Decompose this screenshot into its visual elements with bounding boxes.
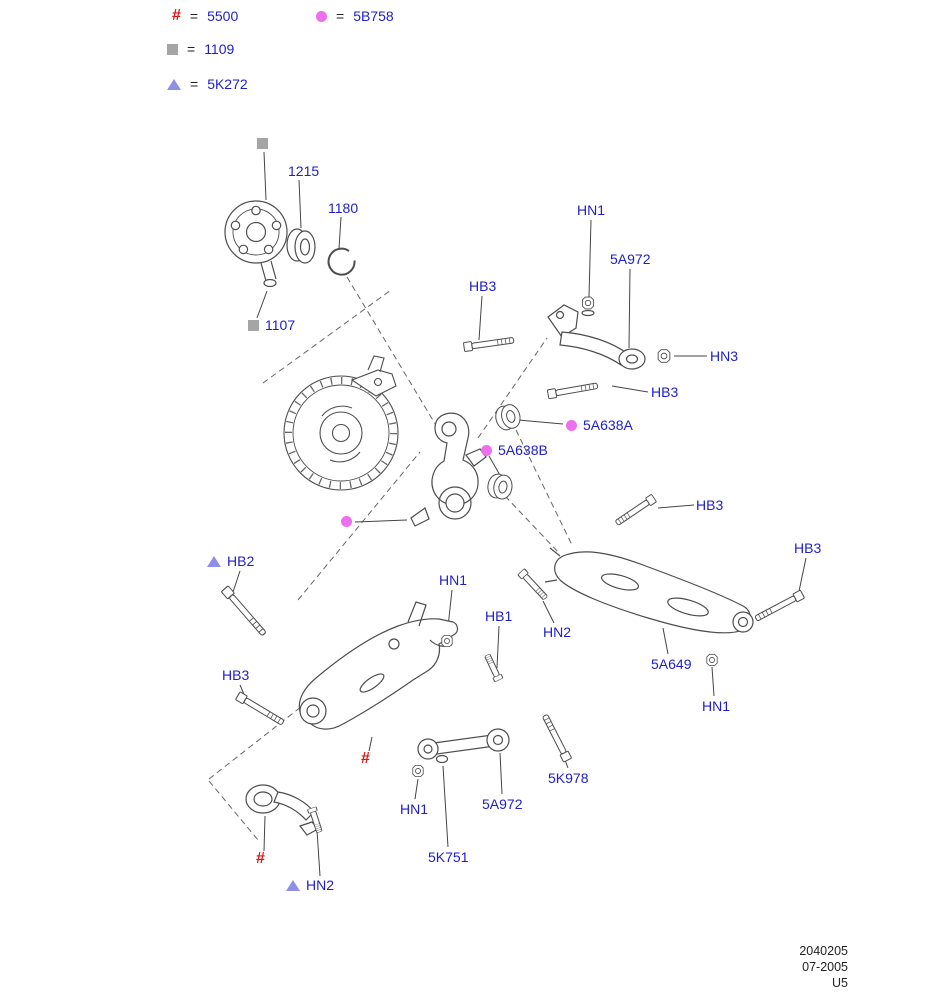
part-label-5a638b: 5A638B — [481, 442, 548, 458]
part-code-text: 1180 — [328, 200, 359, 216]
legend-part-code: 1109 — [204, 41, 235, 57]
legend-equals-sign: = — [190, 76, 199, 92]
part-code-text: 5K978 — [548, 770, 589, 786]
part-label-hb3: HB3 — [794, 540, 821, 556]
part-code-text: 5A638A — [583, 417, 633, 433]
part-code-text: HN1 — [400, 801, 429, 817]
square-marker-icon — [167, 43, 178, 55]
part-code-text: 5A972 — [482, 796, 523, 812]
part-code-text: HB3 — [222, 667, 250, 683]
standalone-hash-marker: # — [256, 851, 265, 867]
toe-link — [417, 728, 510, 764]
part-label-5k751: 5K751 — [428, 849, 468, 865]
part-code-text: HN1 — [439, 572, 468, 588]
legend-item-5500: # = 5500 — [172, 7, 239, 25]
footer-sheet-code: U5 — [832, 976, 848, 990]
part-code-text: HB3 — [469, 278, 497, 294]
footer-date: 07-2005 — [802, 960, 848, 974]
square-marker-icon — [248, 319, 259, 331]
part-code-text: 1107 — [265, 317, 296, 333]
square-marker-icon — [257, 138, 268, 149]
part-code-text: 5A638B — [498, 442, 548, 458]
legend-equals-sign: = — [187, 41, 196, 57]
part-label-5a649: 5A649 — [651, 656, 691, 672]
legend-item-1109: = 1109 — [167, 41, 234, 57]
part-code-text: HB1 — [485, 608, 513, 624]
footer-block: 2040205 07-2005 U5 — [788, 943, 848, 991]
part-code-text: HB2 — [227, 553, 255, 569]
footer-doc-number: 2040205 — [799, 944, 848, 958]
part-code-text: 5A972 — [610, 251, 651, 267]
legend-equals-sign: = — [189, 8, 199, 24]
brake-disc-assembly — [283, 355, 399, 491]
legend-part-code: 5500 — [207, 8, 239, 24]
legend-equals-sign: = — [336, 8, 345, 24]
part-label-hn2: HN2 — [543, 624, 571, 640]
knuckle — [410, 412, 487, 527]
part-label-hn1: HN1 — [702, 698, 730, 714]
circle-marker-icon — [316, 10, 327, 22]
part-label-hb1: HB1 — [485, 608, 512, 624]
triangle-marker-icon — [167, 78, 181, 90]
part-label-hn3: HN3 — [710, 348, 738, 364]
part-code-text: HB3 — [794, 540, 822, 556]
front-bushing — [245, 784, 319, 836]
hash-marker-icon: # — [361, 750, 370, 767]
part-label-hn1: HN1 — [400, 801, 428, 817]
part-code-text: HN1 — [702, 698, 731, 714]
legend-item-5b758: = 5B758 — [316, 8, 394, 24]
triangle-marker-icon — [207, 555, 221, 567]
part-label-hb3: HB3 — [696, 497, 723, 513]
standalone-square-marker — [257, 138, 268, 149]
part-label-5a972: 5A972 — [610, 251, 650, 267]
upper-control-arm — [547, 304, 646, 370]
part-label-hb3: HB3 — [469, 278, 496, 294]
part-code-text: 5A649 — [651, 656, 692, 672]
part-label-hn1: HN1 — [577, 202, 605, 218]
part-label-hb2: HB2 — [207, 553, 254, 569]
construction-lines — [208, 276, 573, 841]
part-code-text: HN2 — [543, 624, 572, 640]
part-code-text: HB3 — [651, 384, 679, 400]
part-label-hb3: HB3 — [222, 667, 249, 683]
part-label-5a972: 5A972 — [482, 796, 522, 812]
trailing-arm — [298, 601, 459, 730]
standalone-circle-marker — [341, 516, 352, 527]
legend-part-code: 5K272 — [207, 76, 248, 92]
part-label-1180: 1180 — [328, 200, 358, 216]
leader-lines — [232, 151, 807, 877]
part-label-5a638a: 5A638A — [566, 417, 633, 433]
circle-marker-icon — [481, 444, 492, 456]
hash-marker-icon: # — [256, 850, 265, 867]
part-code-text: 1215 — [288, 163, 320, 179]
part-code-text: HN1 — [577, 202, 606, 218]
legend-part-code: 5B758 — [353, 8, 394, 24]
part-label-hn2: HN2 — [286, 877, 334, 893]
part-code-text: 5K751 — [428, 849, 469, 865]
circle-marker-icon — [341, 516, 352, 527]
part-code-text: HN3 — [710, 348, 739, 364]
part-label-1107: 1107 — [248, 317, 295, 333]
hash-marker-icon: # — [172, 7, 181, 24]
part-label-hn1: HN1 — [439, 572, 467, 588]
legend-item-5k272: = 5K272 — [167, 76, 248, 92]
wheel-hub-assembly — [224, 200, 356, 288]
standalone-hash-marker: # — [361, 751, 370, 767]
circle-marker-icon — [566, 419, 577, 431]
part-label-hb3: HB3 — [651, 384, 678, 400]
part-code-text: HB3 — [696, 497, 724, 513]
triangle-marker-icon — [286, 879, 300, 891]
part-label-5k978: 5K978 — [548, 770, 588, 786]
part-label-1215: 1215 — [288, 163, 319, 179]
lower-control-arm — [544, 547, 754, 634]
part-code-text: HN2 — [306, 877, 335, 893]
